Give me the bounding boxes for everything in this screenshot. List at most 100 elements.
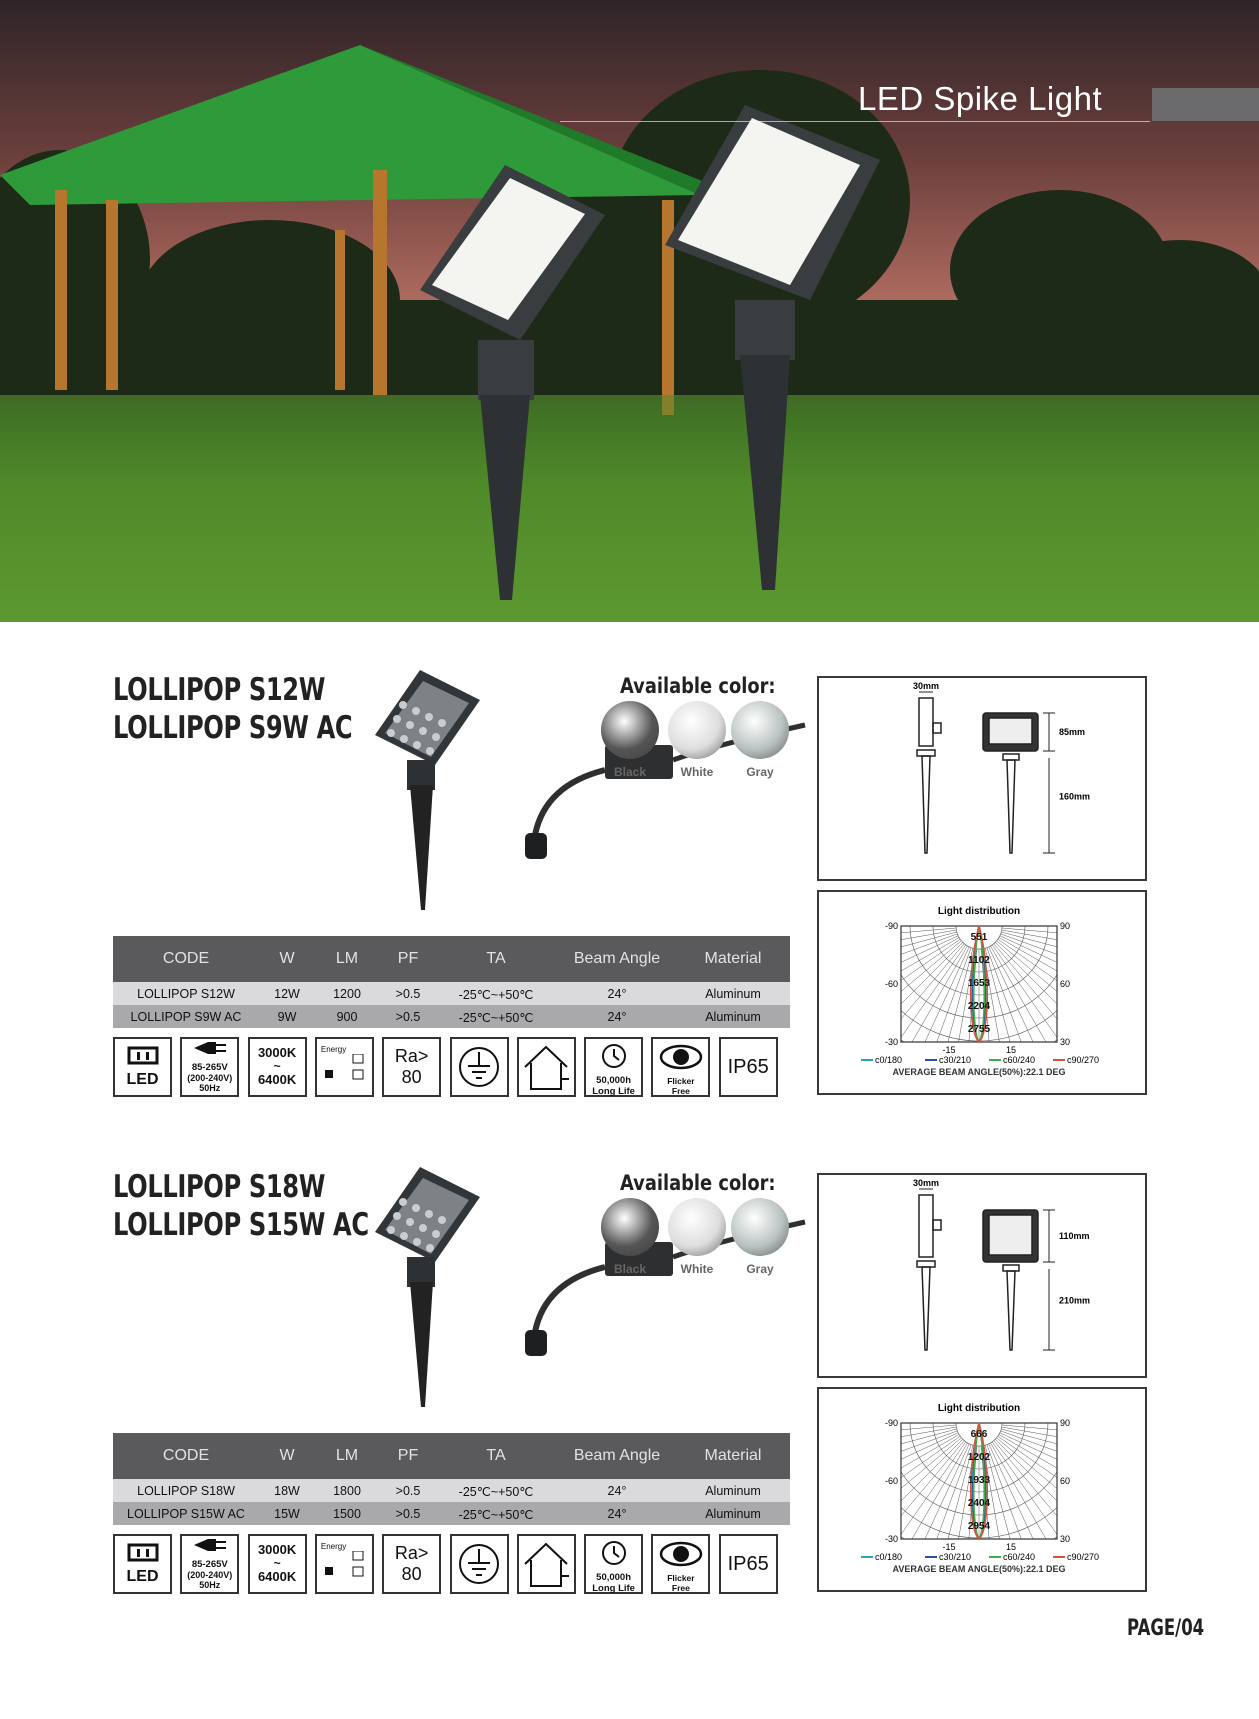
spike-light-right: [665, 105, 880, 590]
angle-label-right: 90: [1060, 1418, 1070, 1428]
title-accent-bar: [1152, 88, 1259, 121]
side-view-drawing: [916, 1194, 942, 1351]
product-image: [375, 1167, 806, 1407]
angle-label-bottom: -15: [942, 1045, 955, 1055]
ground-icon: [449, 1037, 509, 1097]
color-label: White: [680, 765, 714, 779]
ip-rating-icon: IP65: [718, 1534, 778, 1594]
average-beam-angle: AVERAGE BEAM ANGLE(50%):22.1 DEG: [892, 1067, 1065, 1077]
angle-label-left: -30: [885, 1534, 898, 1544]
head-height-dimension: 110mm: [1059, 1231, 1090, 1241]
spike-length-dimension: 160mm: [1059, 792, 1090, 802]
polar-grid: [901, 926, 1057, 1042]
table-cell: Aluminum: [705, 987, 761, 1001]
color-label: White: [680, 1262, 714, 1276]
product-image: [375, 670, 806, 910]
table-cell: -25℃~+50℃: [458, 1508, 534, 1522]
distribution-title: Light distribution: [938, 1403, 1020, 1414]
legend-label: c30/210: [939, 1055, 971, 1065]
power-plug-icon: 85-265V(200-240V)50Hz: [180, 1534, 240, 1594]
angle-label-left: -60: [885, 1476, 898, 1486]
eye-glyph: [659, 1044, 703, 1070]
dimension-lines: [919, 1188, 1055, 1351]
table-cell: 1800: [333, 1484, 361, 1498]
column-header: PF: [397, 1447, 419, 1464]
led-icon: LED: [113, 1037, 172, 1097]
column-header: Beam Angle: [573, 1447, 661, 1464]
table-cell: Aluminum: [705, 1010, 761, 1024]
plug-glyph: [193, 1042, 226, 1054]
ring-value: 1653: [968, 978, 991, 989]
column-header: Material: [704, 1447, 762, 1464]
side-view-drawing: [916, 697, 942, 854]
hero-banner: LED Spike Light: [0, 0, 1259, 622]
table-cell: >0.5: [395, 1010, 421, 1024]
color-swatch-black[interactable]: [601, 701, 659, 759]
product-section: LOLLIPOP S18W LOLLIPOP S15W AC Available…: [0, 1157, 1259, 1597]
color-temperature-icon: 3000K~6400K: [247, 1534, 307, 1594]
table-cell: Aluminum: [705, 1484, 761, 1498]
title-underline: [560, 121, 1150, 122]
dimension-lines: [919, 691, 1055, 854]
legend-label: c60/240: [1003, 1055, 1035, 1065]
ring-value: 2755: [968, 1024, 991, 1035]
spike-length-dimension: 210mm: [1059, 1296, 1090, 1306]
table-cell: >0.5: [395, 1484, 421, 1498]
house-glyph: [524, 1045, 570, 1090]
color-swatch-gray[interactable]: [731, 1198, 789, 1256]
front-view-drawing: [982, 712, 1039, 854]
table-cell: LOLLIPOP S9W AC: [130, 1010, 242, 1024]
table-cell: 24°: [607, 1484, 627, 1498]
column-header: W: [279, 950, 295, 967]
table-cell: -25℃~+50℃: [458, 1011, 534, 1025]
column-header: Material: [704, 950, 762, 967]
distribution-curve-c90-270: [969, 1422, 989, 1541]
angle-label-right: 30: [1060, 1534, 1070, 1544]
indoor-outdoor-house-icon: [516, 1037, 576, 1097]
color-label: Gray: [746, 1262, 774, 1276]
distribution-title: Light distribution: [938, 906, 1020, 917]
angle-label-right: 60: [1060, 1476, 1070, 1486]
table-cell: 15W: [274, 1507, 300, 1521]
width-dimension: 30mm: [913, 681, 939, 691]
angle-label-left: -90: [885, 1418, 898, 1428]
color-swatch-white[interactable]: [668, 1198, 726, 1256]
angle-label-bottom: -15: [942, 1542, 955, 1552]
column-header: LM: [335, 1447, 359, 1464]
distribution-curve-c90-270: [969, 925, 989, 1044]
ring-value: 551: [971, 932, 988, 943]
eye-glyph: [659, 1541, 703, 1567]
product-name: LOLLIPOP S12W: [113, 672, 326, 708]
column-header: Beam Angle: [573, 950, 661, 967]
energy-grade-glyph: [325, 1550, 364, 1577]
table-cell: -25℃~+50℃: [458, 988, 534, 1002]
energy-grade-glyph: [325, 1053, 364, 1080]
head-height-dimension: 85mm: [1059, 727, 1085, 737]
ring-value: 2404: [968, 1498, 991, 1509]
table-cell: 24°: [607, 1010, 627, 1024]
table-cell: 24°: [607, 1507, 627, 1521]
color-swatch-white[interactable]: [668, 701, 726, 759]
spike-light-left: [420, 165, 605, 600]
color-swatch-black[interactable]: [601, 1198, 659, 1256]
ground-glyph: [459, 1544, 499, 1584]
hero-title: LED Spike Light: [858, 80, 1103, 117]
hero-photo: [0, 45, 1259, 622]
socket-glyph: [127, 1046, 158, 1065]
table-cell: LOLLIPOP S15W AC: [127, 1507, 245, 1521]
table-cell: 900: [336, 1010, 358, 1024]
ground-glyph: [459, 1047, 499, 1087]
table-cell: LOLLIPOP S18W: [137, 1484, 235, 1498]
table-cell: 9W: [277, 1010, 297, 1024]
color-swatch-gray[interactable]: [731, 701, 789, 759]
legend-label: c90/270: [1067, 1055, 1099, 1065]
ring-value: 1933: [968, 1475, 991, 1486]
cri-icon: Ra>80: [382, 1534, 442, 1594]
product-section: LOLLIPOP S12W LOLLIPOP S9W AC Available …: [0, 660, 1259, 1100]
